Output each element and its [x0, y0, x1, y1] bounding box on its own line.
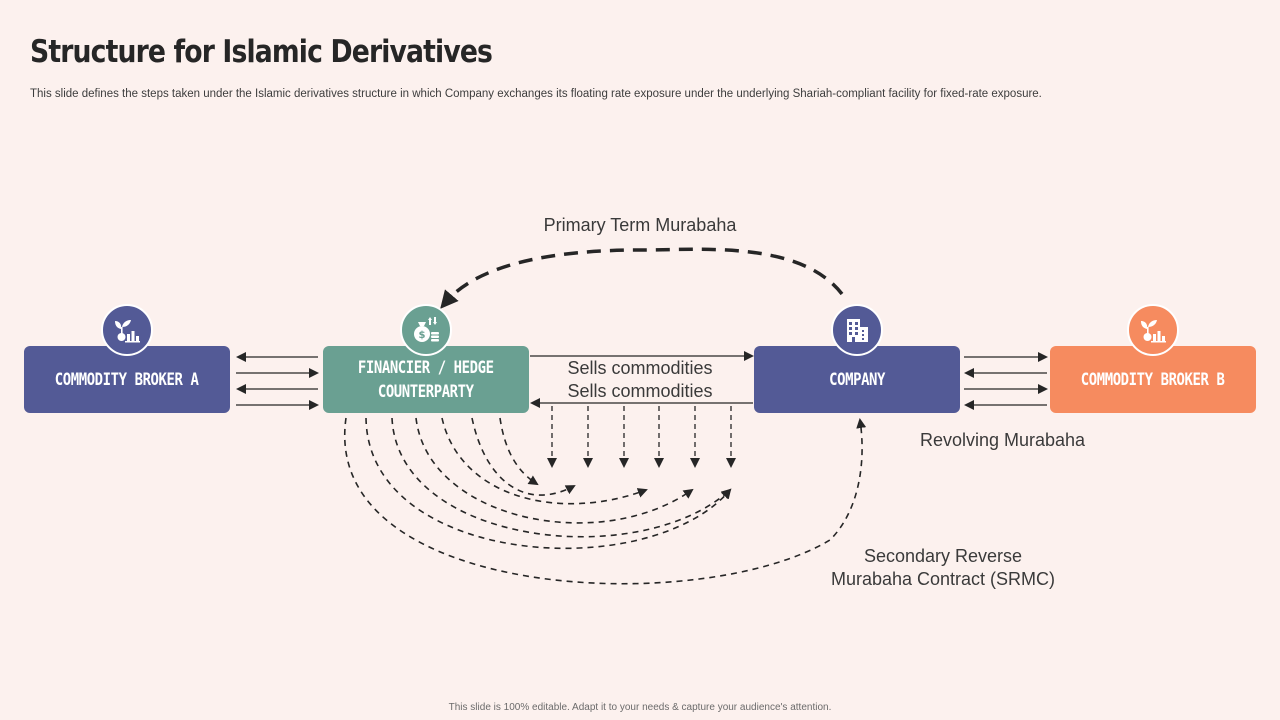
primary-murabaha-arc	[440, 247, 844, 309]
company-box: COMPANY	[754, 346, 960, 413]
plant-growth-chart-icon	[101, 304, 153, 356]
sells-commodities-label-2: Sells commodities	[567, 381, 713, 401]
office-building-icon	[831, 304, 883, 356]
money-bag-coins-icon: $	[400, 304, 452, 356]
financier-label: FINANCIER / HEDGE COUNTERPARTY	[358, 357, 494, 402]
commodity-broker-a-box: COMMODITY BROKER A	[24, 346, 230, 413]
plant-growth-chart-icon	[1127, 304, 1179, 356]
commodity-broker-b-box: COMMODITY BROKER B	[1050, 346, 1256, 413]
company-label: COMPANY	[829, 369, 885, 390]
revolving-murabaha-label: Revolving Murabaha	[919, 430, 1086, 450]
page-subtitle: This slide defines the steps taken under…	[30, 88, 1042, 100]
commodity-broker-b-label: COMMODITY BROKER B	[1081, 369, 1225, 390]
sells-commodities-label-1: Sells commodities	[567, 358, 713, 378]
page-title: Structure for Islamic Derivatives	[30, 34, 493, 70]
footer-note: This slide is 100% editable. Adapt it to…	[448, 702, 832, 713]
commodity-broker-a-label: COMMODITY BROKER A	[55, 369, 199, 390]
secondary-reverse-murabaha-label: Secondary Reverse Murabaha Contract (SRM…	[830, 546, 1056, 589]
svg-text:$: $	[419, 330, 426, 341]
primary-murabaha-label: Primary Term Murabaha	[543, 215, 737, 235]
financier-box: FINANCIER / HEDGE COUNTERPARTY	[323, 346, 529, 413]
